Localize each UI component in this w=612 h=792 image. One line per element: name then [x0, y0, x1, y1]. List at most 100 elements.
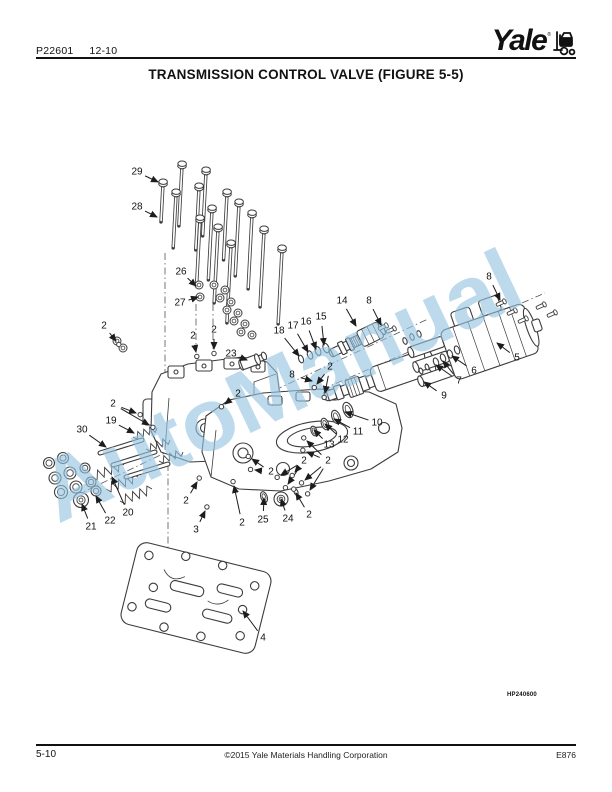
callout-2: 2	[101, 321, 122, 348]
leader-line	[242, 610, 259, 632]
callout-6: 6	[451, 355, 477, 377]
callout-9: 9	[423, 381, 447, 402]
o-ring	[416, 330, 422, 338]
callout-10: 10	[344, 410, 383, 429]
callout-2: 2	[298, 435, 331, 497]
drawing-number: HP240600	[507, 692, 537, 698]
callout-number: 2	[190, 331, 196, 342]
o-ring	[260, 351, 268, 361]
callout-2: 2	[218, 389, 241, 410]
fastener	[211, 350, 217, 357]
gasket-plate	[120, 542, 272, 654]
o-ring	[306, 350, 314, 360]
callout-17: 17	[287, 321, 309, 353]
callout-number: 12	[337, 435, 349, 446]
callout-13: 13	[313, 429, 335, 451]
callout-number: 4	[260, 633, 266, 644]
leader-line	[251, 458, 264, 468]
leader-line	[280, 498, 287, 511]
forklift-icon	[553, 31, 576, 56]
fastener	[150, 424, 156, 430]
leader-line	[144, 175, 159, 183]
callout-number: 11	[353, 427, 364, 438]
callout-number: 18	[273, 326, 285, 337]
leader-line	[319, 325, 327, 346]
callout-11: 11	[333, 418, 364, 438]
callout-29: 29	[131, 167, 159, 183]
pin	[97, 437, 145, 456]
leader-line	[451, 355, 467, 367]
callout-2: 2	[311, 362, 333, 401]
callout-8: 8	[289, 370, 313, 383]
fastener	[245, 453, 251, 460]
callout-number: 2	[306, 510, 312, 521]
hex-plug	[247, 330, 257, 340]
bolt	[177, 160, 187, 228]
spring	[132, 425, 158, 440]
callout-27: 27	[174, 295, 199, 309]
o-ring	[402, 337, 408, 345]
callout-number: 2	[211, 325, 217, 336]
o-ring	[418, 367, 424, 375]
callout-number: 8	[486, 272, 492, 283]
leader-line	[322, 375, 330, 394]
o-ring	[424, 363, 430, 371]
hex-plug	[233, 308, 243, 318]
small-parts	[42, 160, 558, 509]
bolt	[171, 188, 181, 250]
callout-number: 8	[366, 296, 372, 307]
registered-mark: ®	[547, 32, 551, 38]
callout-number: 19	[105, 416, 117, 427]
hex-plug	[240, 319, 250, 329]
callout-2: 2	[245, 453, 274, 478]
footer-form-code: E876	[556, 750, 576, 760]
leader-line	[232, 485, 241, 515]
washer	[56, 451, 70, 465]
leader-line	[313, 429, 323, 439]
callout-2: 2	[230, 478, 245, 529]
bolt	[212, 223, 223, 305]
callout-number: 23	[225, 349, 237, 360]
callout-number: 2	[327, 362, 333, 373]
leader-line	[254, 467, 263, 475]
callout-2: 2	[190, 331, 200, 360]
callout-number: 22	[104, 516, 116, 527]
fastener	[194, 353, 200, 360]
footer-copyright: ©2015 Yale Materials Handling Corporatio…	[224, 750, 388, 760]
callout-number: 26	[175, 267, 187, 278]
plug	[535, 301, 547, 310]
callout-25: 25	[257, 497, 269, 526]
leader-line	[372, 308, 382, 326]
leader-line	[324, 423, 337, 435]
leader-line	[89, 434, 107, 448]
fastener	[282, 484, 289, 491]
spring	[158, 449, 184, 464]
callout-number: 7	[456, 376, 462, 387]
callout-14: 14	[336, 296, 357, 327]
callout-24: 24	[280, 498, 294, 525]
callout-19: 19	[105, 416, 135, 434]
leader-line	[111, 476, 125, 505]
fastener	[289, 472, 295, 479]
fastener	[274, 474, 280, 481]
o-ring	[297, 354, 305, 364]
leader-line	[308, 330, 317, 350]
callout-21: 21	[81, 503, 97, 533]
callout-4: 4	[242, 610, 266, 644]
callout-26: 26	[175, 267, 197, 287]
plug	[517, 315, 529, 324]
spring	[105, 473, 139, 493]
callout-number: 17	[287, 321, 299, 332]
pin	[110, 449, 158, 468]
callout-number: 2	[325, 456, 331, 467]
fastener	[204, 504, 210, 510]
callout-number: 20	[122, 508, 134, 519]
fastener	[230, 478, 236, 485]
leader-line	[316, 373, 325, 385]
spring	[145, 437, 171, 452]
leader-line	[191, 344, 199, 353]
fastener	[218, 404, 225, 410]
pin	[123, 461, 171, 480]
